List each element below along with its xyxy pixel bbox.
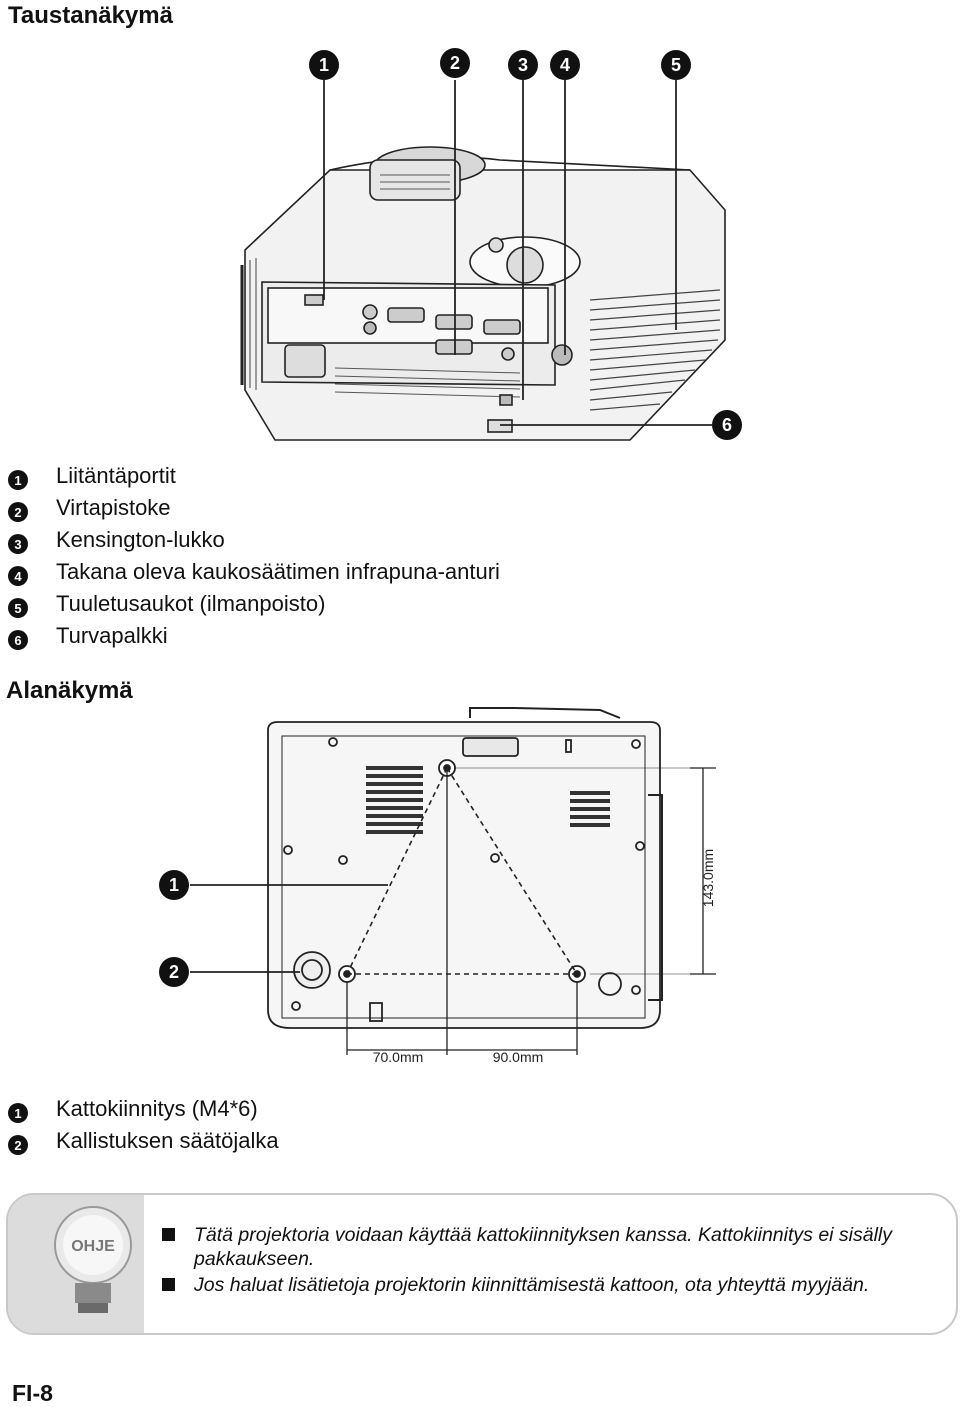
lightbulb-icon: OHJE: [54, 1206, 132, 1313]
projector-back-illustration: [240, 80, 726, 441]
legend-number: 1: [8, 470, 28, 490]
projector-bottom-illustration: 143.0mm 70.0mm 90.0mm: [190, 707, 716, 1065]
legend-label: Turvapalkki: [56, 623, 168, 648]
bottom-view-title: Alanäkymä: [6, 677, 133, 704]
legend-label: Kensington-lukko: [56, 527, 225, 552]
note-text: Tätä projektoria voidaan käyttää kattoki…: [194, 1224, 893, 1270]
note-item: Tätä projektoria voidaan käyttää kattoki…: [154, 1223, 944, 1271]
legend-number: 4: [8, 566, 28, 586]
back-callout-6: 6: [712, 410, 742, 440]
legend-number: 3: [8, 534, 28, 554]
back-view-title: Taustanäkymä: [8, 2, 173, 29]
bullet-square-icon: [162, 1278, 175, 1291]
back-callout-5: 5: [661, 50, 691, 80]
back-callout-4: 4: [550, 50, 580, 80]
note-text: Jos haluat lisätietoja projektorin kiinn…: [194, 1274, 870, 1296]
legend-number: 6: [8, 630, 28, 650]
dimension-height-label: 143.0mm: [700, 849, 716, 907]
legend-number: 5: [8, 598, 28, 618]
note-icon-panel: OHJE: [8, 1195, 144, 1333]
legend-label: Kallistuksen säätöjalka: [56, 1128, 279, 1153]
bottom-callout-2: 2: [159, 957, 189, 987]
legend-label: Kattokiinnitys (M4*6): [56, 1096, 258, 1121]
bullet-square-icon: [162, 1228, 175, 1241]
legend-number: 2: [8, 502, 28, 522]
note-box: OHJE Tätä projektoria voidaan käyttää ka…: [6, 1193, 958, 1335]
legend-number: 2: [8, 1135, 28, 1155]
bottom-callout-1: 1: [159, 870, 189, 900]
back-callout-1: 1: [309, 50, 339, 80]
page-number: FI-8: [12, 1380, 53, 1406]
note-list: Tätä projektoria voidaan käyttää kattoki…: [154, 1223, 944, 1299]
dimension-right-label: 90.0mm: [493, 1049, 544, 1065]
legend-label: Tuuletusaukot (ilmanpoisto): [56, 591, 326, 616]
dimension-left-label: 70.0mm: [373, 1049, 424, 1065]
legend-number: 1: [8, 1103, 28, 1123]
back-callout-2: 2: [440, 48, 470, 78]
legend-label: Virtapistoke: [56, 495, 171, 520]
note-icon-label: OHJE: [71, 1238, 115, 1255]
note-item: Jos haluat lisätietoja projektorin kiinn…: [154, 1273, 944, 1297]
legend-label: Takana oleva kaukosäätimen infrapuna-ant…: [56, 559, 500, 584]
back-callout-3: 3: [508, 50, 538, 80]
legend-label: Liitäntäportit: [56, 463, 176, 488]
